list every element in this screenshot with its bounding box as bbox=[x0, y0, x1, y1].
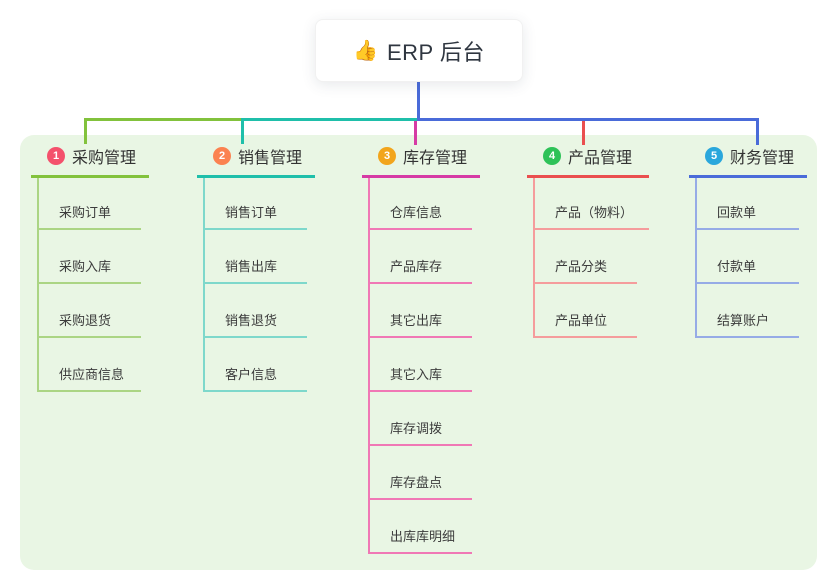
child-row: 产品单位 bbox=[535, 284, 649, 338]
connector-drop-branch-1 bbox=[84, 118, 87, 144]
child-node[interactable]: 回款单 bbox=[697, 202, 799, 230]
branch-children: 回款单 付款单 结算账户 bbox=[695, 178, 807, 338]
branch-children: 销售订单 销售出库 销售退货 客户信息 bbox=[203, 178, 315, 392]
thumbs-up-icon: 👍 bbox=[353, 39, 378, 62]
child-node[interactable]: 付款单 bbox=[697, 256, 799, 284]
child-row: 结算账户 bbox=[697, 284, 807, 338]
child-node[interactable]: 采购订单 bbox=[39, 202, 141, 230]
child-row: 出库库明细 bbox=[370, 500, 480, 554]
child-node[interactable]: 库存盘点 bbox=[370, 472, 472, 500]
child-row: 采购入库 bbox=[39, 230, 149, 284]
branch-4: 4 产品管理 产品（物料） 产品分类 产品单位 bbox=[527, 142, 650, 338]
child-node[interactable]: 客户信息 bbox=[205, 364, 307, 392]
child-row: 回款单 bbox=[697, 178, 807, 230]
child-node[interactable]: 销售出库 bbox=[205, 256, 307, 284]
branch-label: 库存管理 bbox=[403, 149, 468, 167]
child-node[interactable]: 销售订单 bbox=[205, 202, 307, 230]
branch-label: 财务管理 bbox=[730, 149, 795, 167]
child-node[interactable]: 产品（物料） bbox=[535, 202, 650, 230]
root-title: ERP 后台 bbox=[386, 39, 485, 65]
branch-number-badge: 4 bbox=[543, 146, 561, 165]
branch-label: 销售管理 bbox=[238, 149, 303, 167]
branch-2: 2 销售管理 销售订单 销售出库 销售退货 客户信息 bbox=[197, 142, 315, 392]
child-row: 付款单 bbox=[697, 230, 807, 284]
child-row: 销售出库 bbox=[205, 230, 315, 284]
child-node[interactable]: 产品单位 bbox=[535, 310, 637, 338]
child-node[interactable]: 其它入库 bbox=[370, 364, 472, 392]
child-row: 销售订单 bbox=[205, 178, 315, 230]
connector-root-vertical bbox=[417, 82, 420, 119]
branch-1: 1 采购管理 采购订单 采购入库 采购退货 供应商信息 bbox=[31, 142, 149, 392]
branch-number-badge: 3 bbox=[378, 146, 396, 165]
child-node[interactable]: 仓库信息 bbox=[370, 202, 472, 230]
branch-node[interactable]: 4 产品管理 bbox=[527, 142, 650, 178]
branch-children: 仓库信息 产品库存 其它出库 其它入库 库存调拨 库存盘点 出库库明细 bbox=[368, 178, 480, 554]
child-node[interactable]: 其它出库 bbox=[370, 310, 472, 338]
branch-node[interactable]: 1 采购管理 bbox=[31, 142, 149, 178]
child-row: 客户信息 bbox=[205, 338, 315, 392]
branch-children: 产品（物料） 产品分类 产品单位 bbox=[533, 178, 650, 338]
child-node[interactable]: 结算账户 bbox=[697, 310, 799, 338]
connector-drop-branch-3 bbox=[414, 121, 417, 145]
branch-label: 采购管理 bbox=[72, 149, 137, 167]
connector-drop-branch-4 bbox=[582, 121, 585, 145]
child-node[interactable]: 采购退货 bbox=[39, 310, 141, 338]
child-row: 供应商信息 bbox=[39, 338, 149, 392]
child-row: 产品（物料） bbox=[535, 178, 650, 230]
branch-3: 3 库存管理 仓库信息 产品库存 其它出库 其它入库 库存调拨 库存盘点 出库库… bbox=[362, 142, 480, 554]
child-node[interactable]: 产品库存 bbox=[370, 256, 472, 284]
child-node[interactable]: 库存调拨 bbox=[370, 418, 472, 446]
child-row: 采购退货 bbox=[39, 284, 149, 338]
child-row: 仓库信息 bbox=[370, 178, 480, 230]
branch-number-badge: 5 bbox=[705, 146, 723, 165]
child-row: 库存调拨 bbox=[370, 392, 480, 446]
child-node[interactable]: 采购入库 bbox=[39, 256, 141, 284]
connector-drop-branch-5 bbox=[756, 121, 759, 145]
branch-label: 产品管理 bbox=[568, 149, 633, 167]
child-node[interactable]: 供应商信息 bbox=[39, 364, 141, 392]
branch-children: 采购订单 采购入库 采购退货 供应商信息 bbox=[37, 178, 149, 392]
connector-horizontal-segment-2 bbox=[243, 118, 418, 121]
root-node[interactable]: 👍 ERP 后台 bbox=[315, 19, 523, 82]
child-node[interactable]: 销售退货 bbox=[205, 310, 307, 338]
branch-5: 5 财务管理 回款单 付款单 结算账户 bbox=[689, 142, 807, 338]
connector-horizontal-segment-3 bbox=[417, 118, 759, 121]
child-row: 其它出库 bbox=[370, 284, 480, 338]
branch-number-badge: 1 bbox=[47, 146, 65, 165]
branch-number-badge: 2 bbox=[213, 146, 231, 165]
branch-node[interactable]: 2 销售管理 bbox=[197, 142, 315, 178]
connector-horizontal-segment-1 bbox=[84, 118, 244, 121]
branch-node[interactable]: 3 库存管理 bbox=[362, 142, 480, 178]
branch-node[interactable]: 5 财务管理 bbox=[689, 142, 807, 178]
child-row: 库存盘点 bbox=[370, 446, 480, 500]
child-node[interactable]: 出库库明细 bbox=[370, 526, 472, 554]
connector-drop-branch-2 bbox=[241, 118, 244, 144]
child-node[interactable]: 产品分类 bbox=[535, 256, 637, 284]
child-row: 销售退货 bbox=[205, 284, 315, 338]
child-row: 采购订单 bbox=[39, 178, 149, 230]
child-row: 产品分类 bbox=[535, 230, 649, 284]
child-row: 其它入库 bbox=[370, 338, 480, 392]
child-row: 产品库存 bbox=[370, 230, 480, 284]
mindmap-background bbox=[20, 135, 817, 570]
